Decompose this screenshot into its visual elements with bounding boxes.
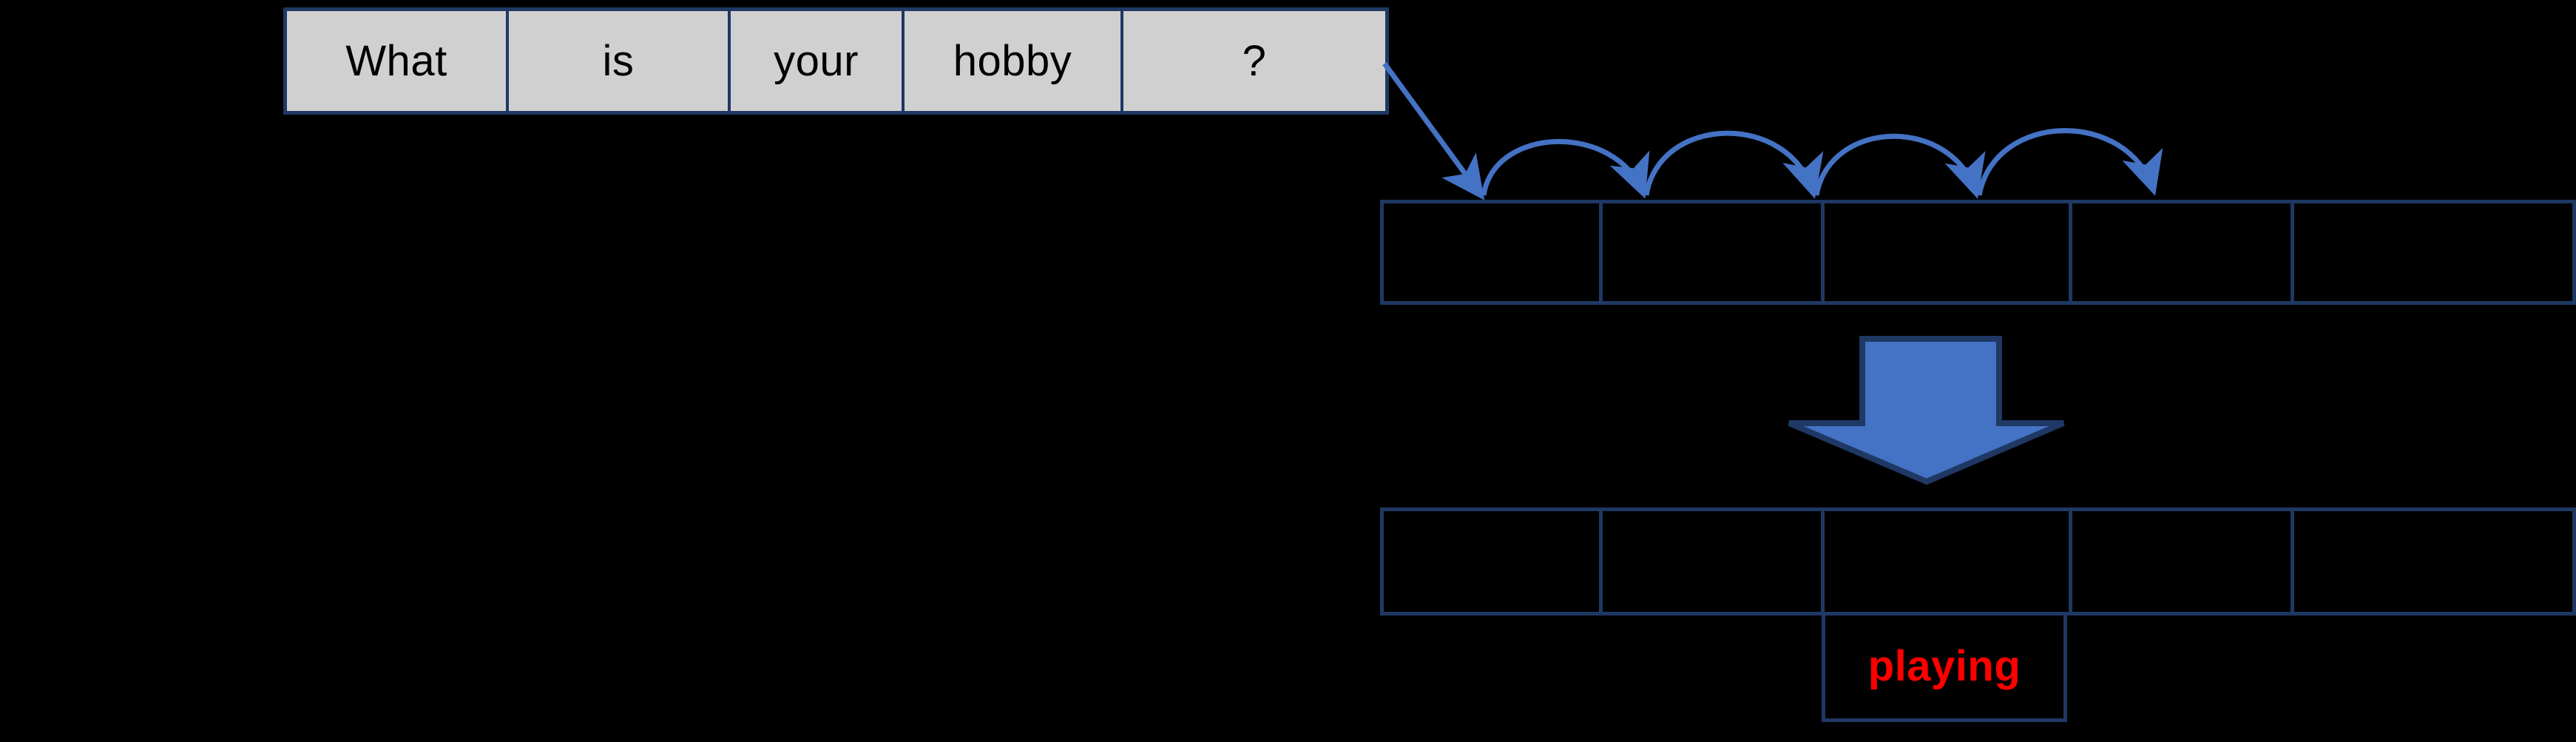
recurrent-arc-arrow-3 [1813,133,1986,199]
encoder-cell-5[interactable] [2294,203,2572,301]
input-to-encoder-arrow [1382,61,1485,200]
recurrent-arc-arrow-2 [1643,130,1824,199]
output-token-label: playing [1867,641,2021,690]
decoder-cell-4[interactable] [2072,511,2294,612]
input-token-cell-5[interactable]: ? [1123,11,1385,111]
decoder-row [1380,507,2576,615]
input-token-label: hobby [953,36,1072,85]
encoder-cell-1[interactable] [1384,203,1603,301]
encoder-to-decoder-arrow [1788,336,2065,485]
input-token-cell-4[interactable]: hobby [905,11,1123,111]
encoder-cell-4[interactable] [2072,203,2294,301]
decoder-cell-3[interactable] [1825,511,2072,612]
output-token-cell[interactable]: playing [1822,614,2067,722]
input-token-label: is [602,36,635,85]
input-token-label: What [345,36,447,85]
encoder-row [1380,200,2576,305]
input-token-label: ? [1242,36,1267,85]
input-token-cell-1[interactable]: What [287,11,509,111]
decoder-cell-1[interactable] [1384,511,1603,612]
input-sentence-table: What is your hobby ? [283,7,1389,115]
encoder-cell-2[interactable] [1603,203,1825,301]
recurrent-arc-arrow-1 [1481,138,1650,199]
decoder-cell-2[interactable] [1603,511,1825,612]
encoder-cell-3[interactable] [1825,203,2072,301]
decoder-cell-5[interactable] [2294,511,2572,612]
recurrent-arc-arrow-4 [1976,128,2163,196]
input-token-label: your [774,36,859,85]
input-token-cell-2[interactable]: is [509,11,731,111]
input-token-cell-3[interactable]: your [731,11,905,111]
